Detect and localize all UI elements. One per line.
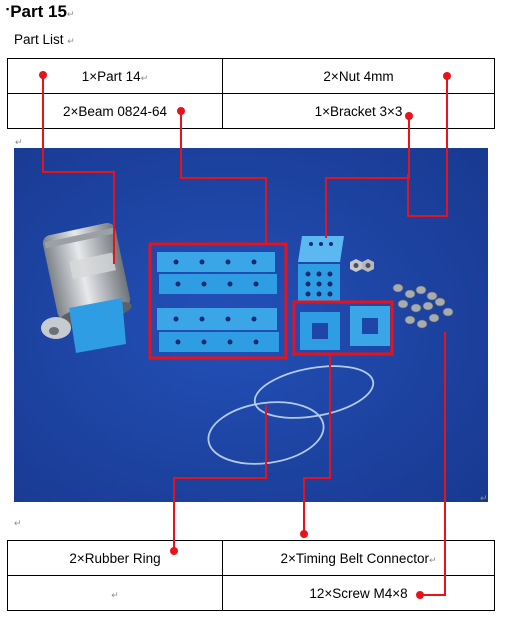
nut-icon [350, 259, 374, 272]
callout-boxes [148, 242, 394, 360]
connector-leader-line [303, 355, 331, 534]
part-label-part14: 1×Part 14 [81, 68, 141, 84]
table-cell: 2×Nut 4mm [222, 58, 495, 94]
part-label-beam: 2×Beam 0824-64 [63, 103, 167, 119]
table-row: ↵ 12×Screw M4×8 [7, 575, 495, 611]
screw-leader-line [420, 332, 446, 596]
motor-icon [41, 222, 132, 353]
beam-leader-line [180, 111, 267, 244]
paragraph-mark: ↵ [111, 589, 119, 600]
callout-dot [170, 547, 178, 555]
callout-dot [39, 71, 47, 79]
parts-illustration [14, 148, 488, 502]
table-cell: 1×Bracket 3×3 [222, 93, 495, 129]
bracket-icon [298, 236, 344, 302]
bottom-parts-table: 2×Rubber Ring 2×Timing Belt Connector↵ ↵… [7, 540, 495, 611]
part-list-text: Part List [14, 32, 64, 47]
bracket-leader-line [325, 116, 410, 238]
paragraph-mark: ↵ [15, 137, 23, 147]
beam-callout-box [148, 242, 288, 360]
callout-dot [177, 107, 185, 115]
part-label-screw: 12×Screw M4×8 [309, 585, 408, 601]
paragraph-mark: ↵ [67, 36, 75, 46]
part-label-bracket: 1×Bracket 3×3 [314, 103, 403, 119]
bullet-icon: ▪ [6, 4, 10, 14]
part-label-timing-belt-connector: 2×Timing Belt Connector [280, 550, 429, 566]
part-label-rubber-ring: 2×Rubber Ring [69, 550, 161, 566]
paragraph-mark: ↵ [66, 9, 75, 19]
callout-dot [416, 591, 424, 599]
part-list-label: Part List ↵ [14, 32, 75, 47]
paragraph-mark: ↵ [14, 518, 22, 528]
ring-icon [207, 365, 375, 465]
callout-dot [405, 112, 413, 120]
paragraph-mark: ↵ [140, 72, 149, 83]
part14-leader-line [42, 75, 115, 264]
table-cell: 12×Screw M4×8 [222, 575, 495, 611]
paragraph-mark: ↵ [480, 493, 488, 503]
screw-icon [392, 283, 454, 329]
belt-connector-icon [300, 306, 390, 350]
parts-photo [14, 148, 488, 502]
part-label-nut: 2×Nut 4mm [323, 68, 394, 84]
page-title: ▪Part 15↵ [6, 2, 74, 22]
table-row: 2×Rubber Ring 2×Timing Belt Connector↵ [7, 540, 495, 576]
rubber-ring-leader-line [173, 405, 267, 551]
callout-dot [443, 72, 451, 80]
beam-icon [157, 252, 279, 352]
nut-leader-line [407, 76, 448, 217]
connector-callout-box [292, 300, 394, 356]
callout-dot [300, 530, 308, 538]
title-text: Part 15 [10, 2, 67, 21]
paragraph-mark: ↵ [428, 554, 437, 565]
